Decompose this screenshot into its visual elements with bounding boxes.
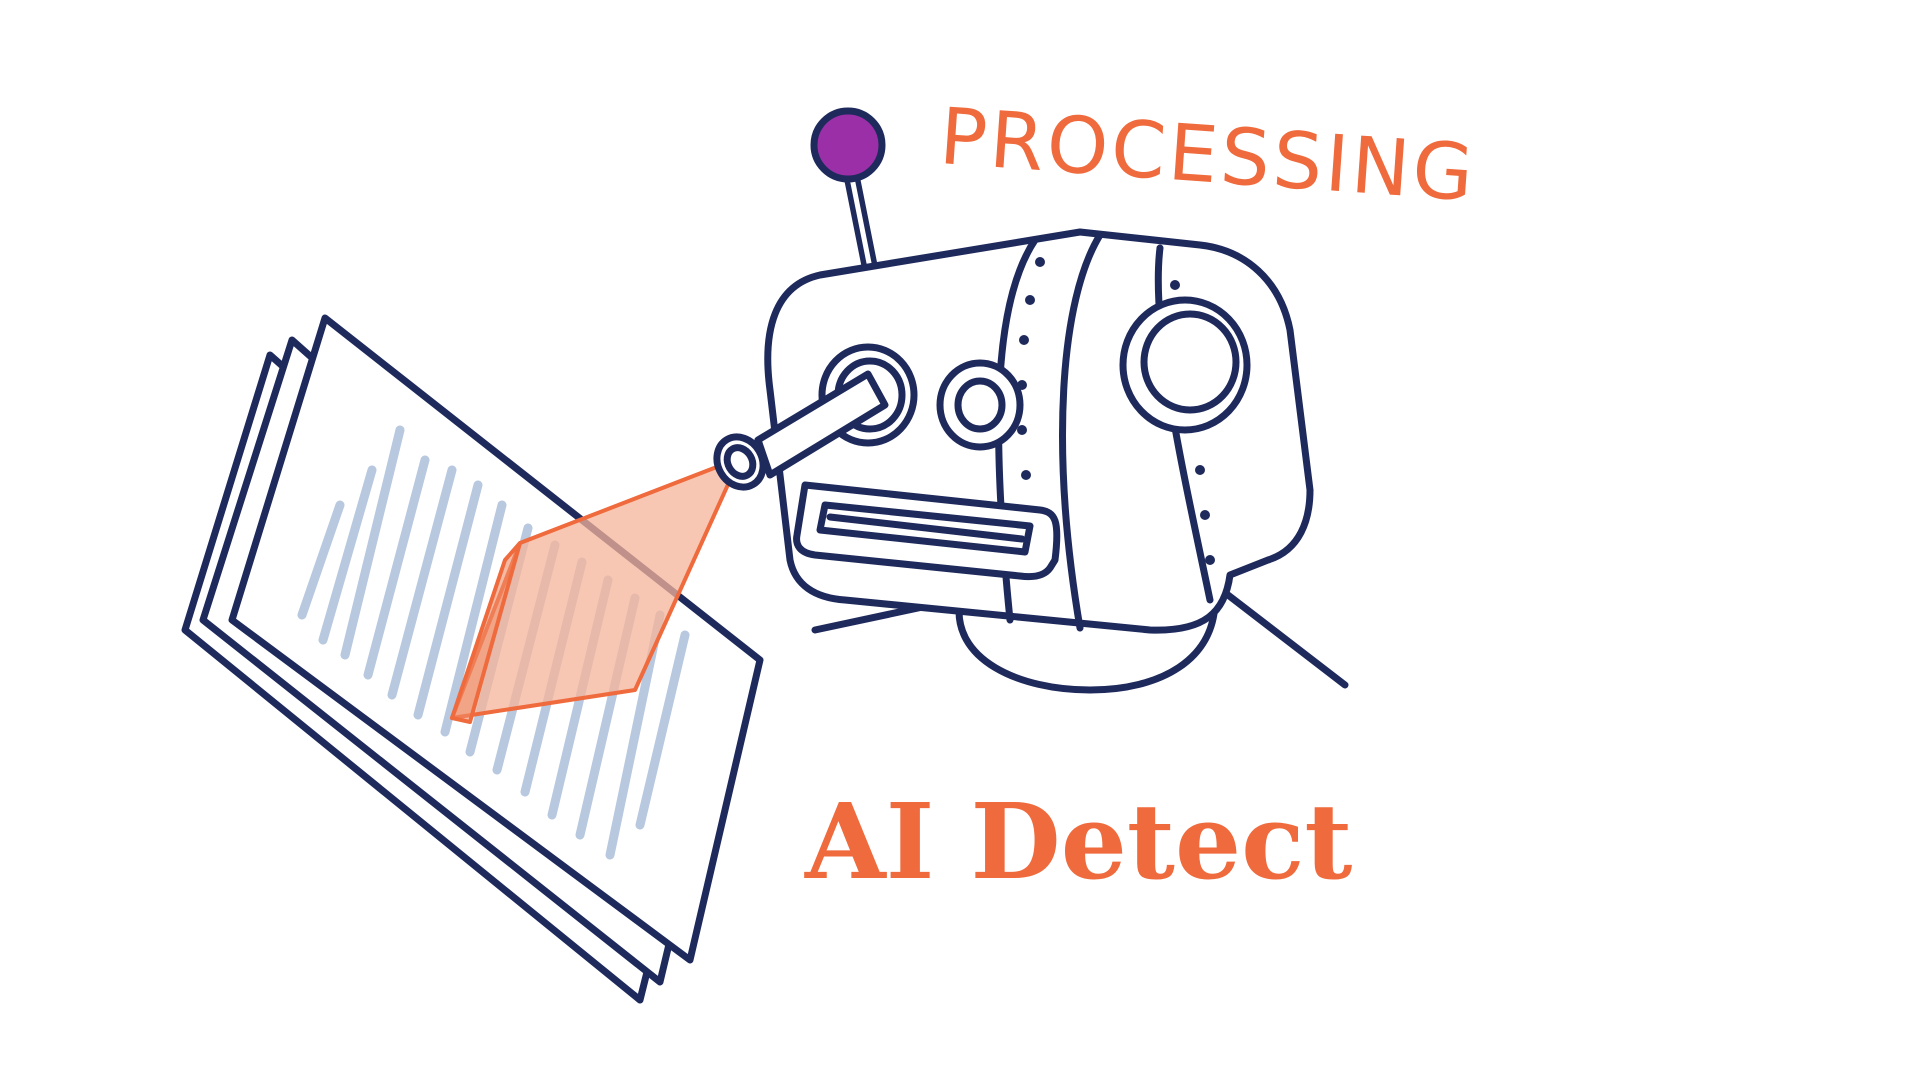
robot-mouth-icon	[793, 481, 1061, 581]
robot-large-eye-icon	[1119, 296, 1251, 434]
antenna-knob	[810, 107, 886, 183]
robot-small-eye-icon	[936, 359, 1024, 451]
ai-detect-title: AI Detect	[805, 780, 1353, 903]
robot-laser-eye-icon	[713, 343, 918, 491]
antenna-icon	[810, 107, 886, 276]
scan-beam-icon	[450, 456, 742, 724]
